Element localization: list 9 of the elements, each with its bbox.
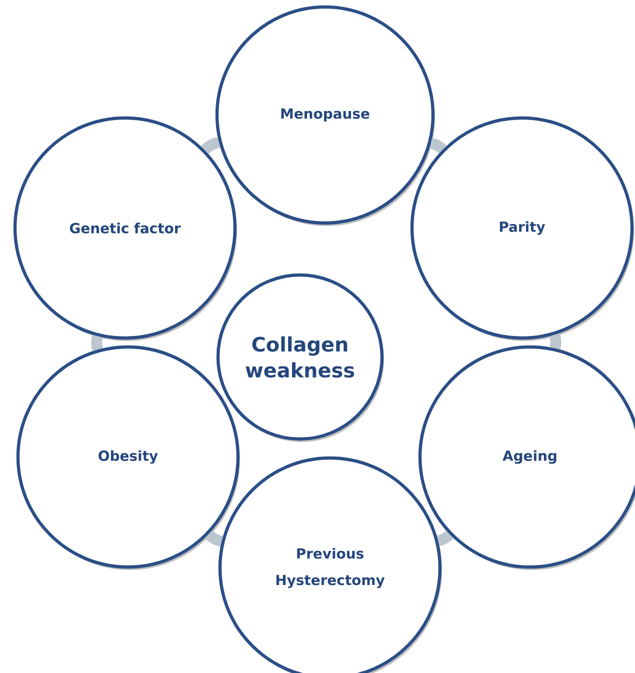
node-label: Ageing xyxy=(502,450,556,464)
ring-segment xyxy=(200,137,220,154)
ring-segment xyxy=(549,333,562,350)
ring-segment xyxy=(436,530,454,546)
ring-segment xyxy=(91,334,104,351)
node-label: Parity xyxy=(500,221,546,235)
ring-segment xyxy=(430,138,447,154)
ring-segment xyxy=(204,530,223,547)
node-label: Previous Hysterectomy xyxy=(276,548,385,588)
